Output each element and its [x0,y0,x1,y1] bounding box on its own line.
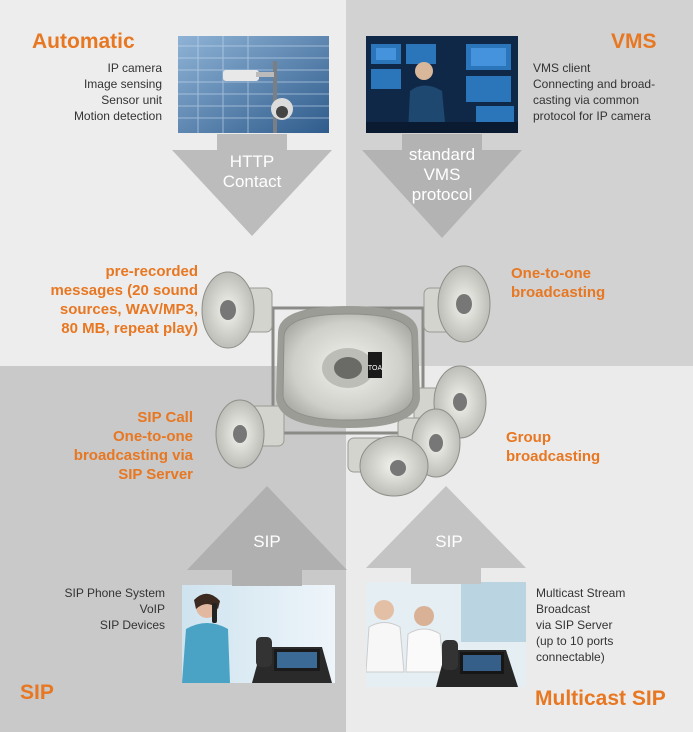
item-multicast-stream: Multicast Stream [536,586,626,600]
automatic-title: Automatic [32,30,135,53]
vms-items: VMS client Connecting and broad- casting… [533,60,683,124]
vms-down-arrow-icon [362,134,522,238]
text-sip-server: SIP Server [118,466,193,483]
multicast-up-arrow-icon [366,486,526,584]
item-broadcast: Broadcast [536,602,591,616]
item-vms-client: VMS client [533,61,591,75]
text-repeat-play: 80 MB, repeat play) [61,320,198,337]
item-connecting-line-3: protocol for IP camera [533,109,651,123]
item-voip: VoIP [139,602,165,616]
vms-speaker-text: One-to-one broadcasting [511,264,661,302]
item-connectable: connectable) [536,650,605,664]
horn-speaker-cluster: TOA [201,265,491,497]
text-sources: sources, WAV/MP3, [59,301,198,318]
vms-arrow-label: standard VMS protocol [397,145,487,205]
multicast-speaker-text: Group broadcasting [506,428,656,466]
text-messages: messages (20 sound [50,282,198,299]
http-down-arrow-icon [172,134,332,236]
sip-speaker-text: SIP Call One-to-one broadcasting via SIP… [23,408,193,484]
arrow-label-http: HTTP [229,152,275,171]
item-connecting-line-1: Connecting and broad- [533,77,656,91]
item-sip-devices: SIP Devices [99,618,165,632]
item-ip-camera: IP camera [107,61,162,75]
horn-speaker-top-left [201,271,273,349]
sip-up-arrow-icon [187,486,347,586]
text-group: Group [506,429,551,446]
item-via-sip-server: via SIP Server [536,618,613,632]
ip-camera-photo [178,36,329,133]
multicast-arrow-label: SIP [435,532,463,551]
http-arrow-label: HTTP Contact [212,152,292,192]
text-broadcasting-via: broadcasting via [73,447,193,464]
text-broadcasting: broadcasting [511,284,606,301]
sip-phone-photo [182,585,335,683]
horn-speaker-central: TOA [276,306,420,428]
arrow-label-standard: standard [408,145,476,164]
horn-speaker-bottom-center [347,435,429,497]
sip-arrow-label: SIP [253,532,281,551]
text-sip-call: SIP Call [137,409,193,426]
item-up-to-10-ports: (up to 10 ports [536,634,614,648]
arrow-label-vms: VMS [423,165,461,184]
sip-title: SIP [20,681,54,704]
item-connecting-line-2: casting via common [533,93,640,107]
item-sip-phone-system: SIP Phone System [64,586,166,600]
multicast-phone-photo [366,582,526,687]
automatic-speaker-text: pre-recorded messages (20 sound sources,… [0,262,198,338]
horn-speaker-bottom-left [215,399,285,469]
text-group-broadcasting: broadcasting [506,448,601,465]
multicast-items: Multicast Stream Broadcast via SIP Serve… [536,585,686,665]
arrow-label-contact: Contact [222,172,282,191]
item-motion-detection: Motion detection [73,109,162,123]
item-sensor-unit: Sensor unit [101,93,162,107]
text-sip-one-to-one: One-to-one [113,428,193,445]
automatic-items: IP camera Image sensing Sensor unit Moti… [12,60,162,124]
vms-operator-photo [366,36,518,133]
text-pre-recorded: pre-recorded [105,263,198,280]
multicast-title: Multicast SIP [535,687,666,710]
sip-items: SIP Phone System VoIP SIP Devices [15,585,166,633]
text-one-to-one: One-to-one [511,265,591,282]
horn-speaker-top-right [423,265,491,343]
arrow-label-protocol: protocol [411,185,473,204]
vms-title: VMS [611,30,657,53]
toa-logo: TOA [368,365,383,372]
item-image-sensing: Image sensing [83,77,162,91]
